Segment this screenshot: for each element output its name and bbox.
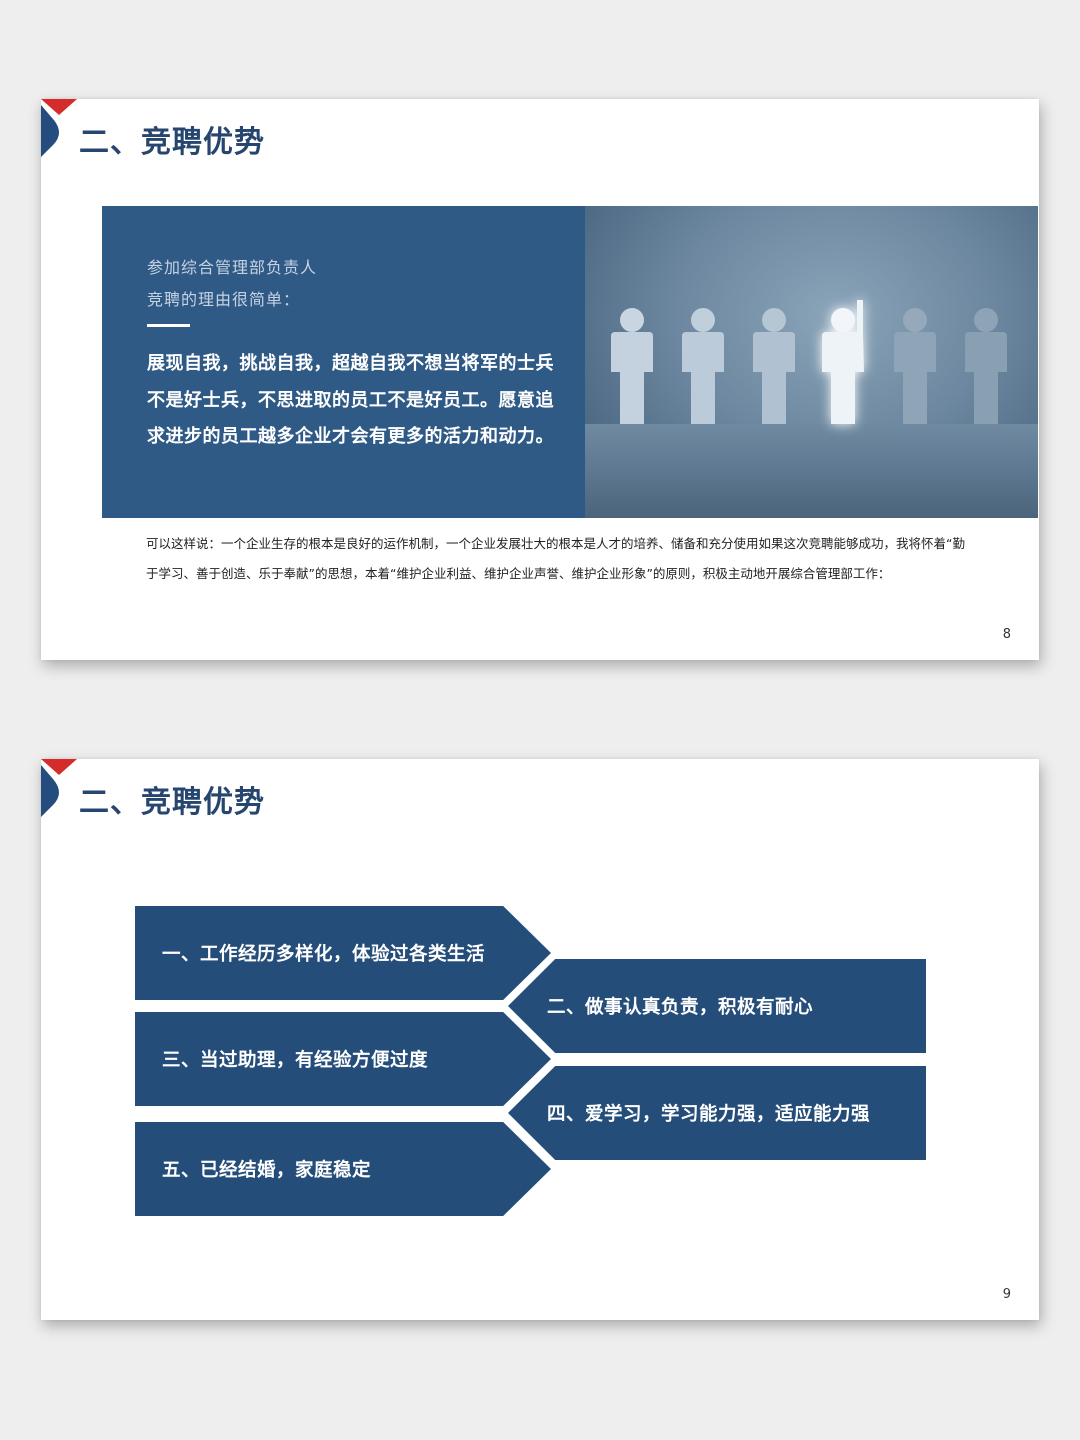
person-figure-icon	[963, 308, 1009, 424]
person-figure-icon	[892, 308, 938, 424]
people-image	[585, 206, 1038, 518]
advantage-item-2: 二、做事认真负责，积极有耐心	[508, 959, 926, 1053]
advantage-label: 二、做事认真负责，积极有耐心	[547, 997, 814, 1018]
page-number: 9	[1002, 1287, 1011, 1302]
slide-8: 二、竞聘优势 参加综合管理部负责人 竞聘的理由很简单： 展现自我，挑战自我，超越…	[41, 99, 1039, 660]
highlighted-person-raising-hand-icon	[821, 298, 871, 424]
advantage-item-5: 五、已经结婚，家庭稳定	[135, 1122, 551, 1216]
slide-title: 二、竞聘优势	[79, 785, 265, 820]
reason-panel: 参加综合管理部负责人 竞聘的理由很简单： 展现自我，挑战自我，超越自我不想当将军…	[102, 206, 585, 518]
floor-reflection	[585, 424, 1038, 518]
advantage-item-4: 四、爱学习，学习能力强，适应能力强	[508, 1066, 926, 1160]
logo-icon	[41, 99, 77, 157]
person-figure-icon	[609, 308, 655, 424]
person-figure-icon	[680, 308, 726, 424]
advantage-label: 四、爱学习，学习能力强，适应能力强	[547, 1104, 871, 1125]
advantage-label: 三、当过助理，有经验方便过度	[162, 1050, 429, 1071]
logo-icon	[41, 759, 77, 817]
divider	[147, 324, 190, 327]
slide-title: 二、竞聘优势	[79, 125, 265, 160]
person-figure-icon	[751, 308, 797, 424]
intro-line-2: 竞聘的理由很简单：	[147, 290, 301, 309]
quote-text: 展现自我，挑战自我，超越自我不想当将军的士兵不是好士兵，不思进取的员工不是好员工…	[147, 353, 554, 447]
advantage-label: 一、工作经历多样化，体验过各类生活	[162, 944, 486, 965]
slide-9: 二、竞聘优势 一、工作经历多样化，体验过各类生活 二、做事认真负责，积极有耐心 …	[41, 759, 1039, 1320]
page-number: 8	[1002, 627, 1011, 642]
intro-line-1: 参加综合管理部负责人	[147, 258, 318, 277]
advantage-item-1: 一、工作经历多样化，体验过各类生活	[135, 906, 551, 1000]
advantage-item-3: 三、当过助理，有经验方便过度	[135, 1012, 551, 1106]
advantage-label: 五、已经结婚，家庭稳定	[162, 1160, 372, 1181]
body-paragraph: 可以这样说：一个企业生存的根本是良好的运作机制，一个企业发展壮大的根本是人才的培…	[146, 536, 965, 581]
